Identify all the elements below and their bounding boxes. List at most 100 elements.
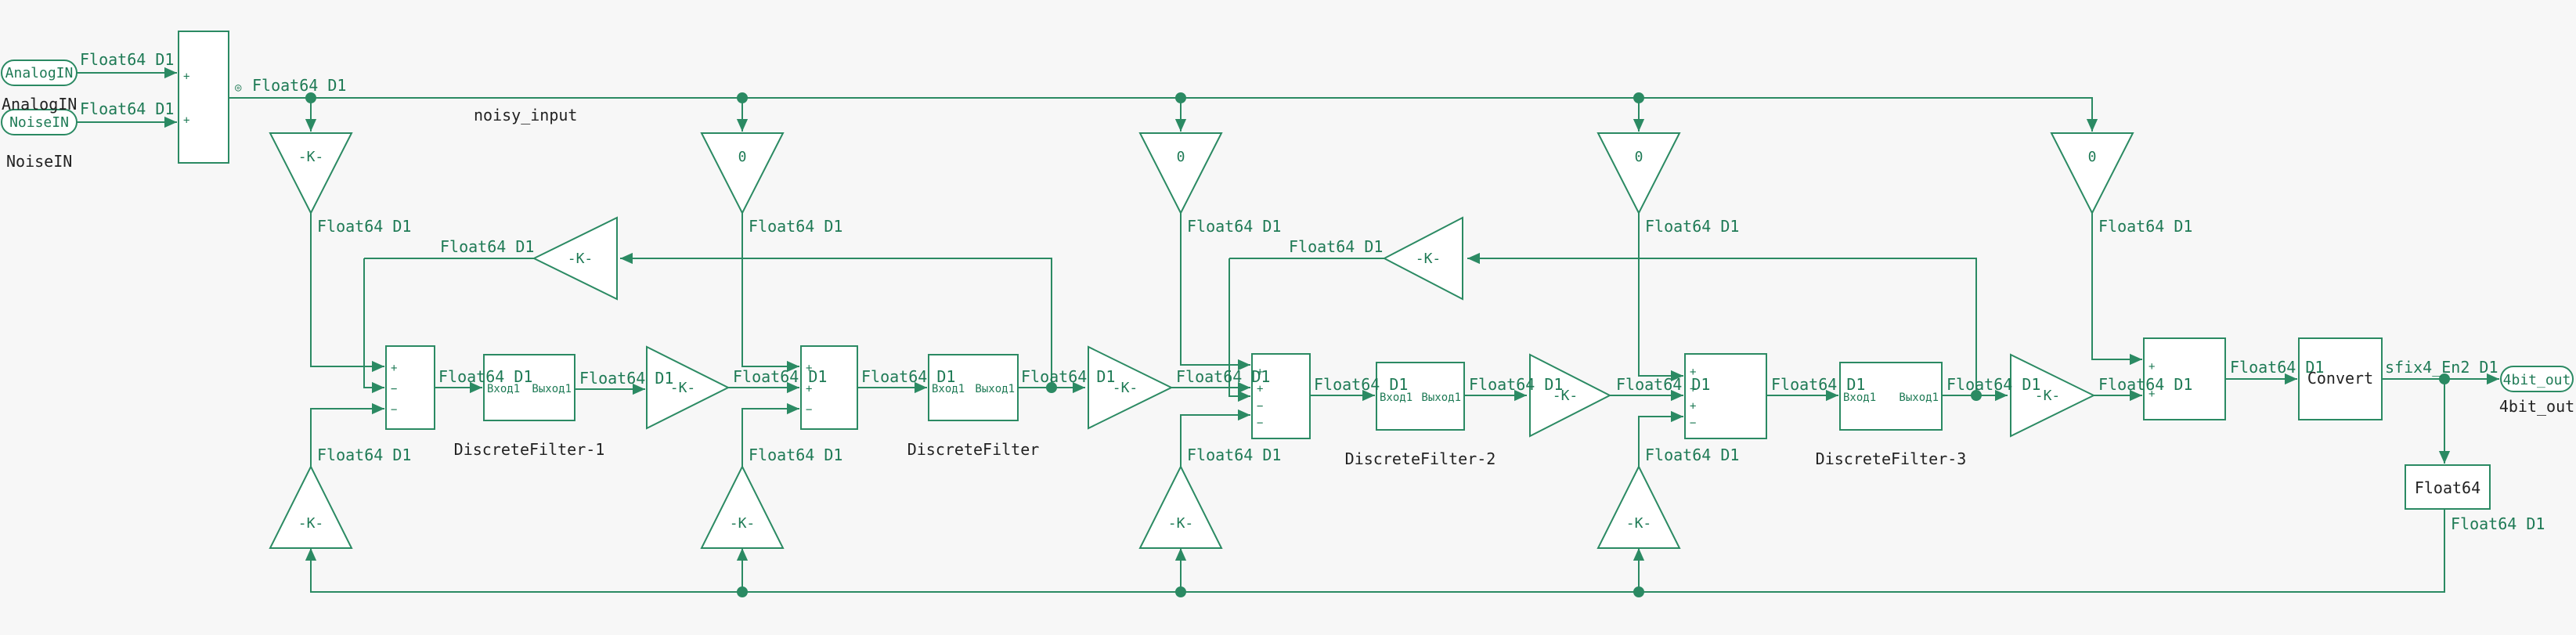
signal-line (1228, 258, 1250, 402)
signal-type-label: Float64 D1 (1645, 217, 1739, 236)
gain-bottom-2-label: -K- (730, 515, 756, 532)
discrete-filter-2-out-port: Выход1 (1421, 391, 1461, 404)
input-sum-block-sign: + (183, 114, 189, 127)
sum-stage-3-sign: − (1257, 400, 1263, 413)
gain-bottom-4-label: -K- (1626, 515, 1652, 532)
sum-stage-2-sign: + (806, 363, 812, 375)
gain-top-2-label: 0 (738, 149, 747, 165)
sum-stage-3-sign: + (1257, 383, 1263, 395)
discrete-filter-1-out-port: Выход1 (532, 383, 572, 395)
signal-type-label: Float64 D1 (80, 50, 174, 69)
convert-block-label: Convert (2307, 369, 2373, 388)
sum-final[interactable] (2143, 337, 2226, 420)
gain-top-5[interactable] (2050, 132, 2134, 215)
signal-type-label: Float64 D1 (2098, 375, 2192, 394)
signal-line (310, 402, 384, 467)
discrete-filter-3[interactable] (1839, 362, 1943, 431)
sum-stage-1-sign: + (391, 363, 397, 375)
sum-stage-3[interactable] (1251, 353, 1311, 439)
signal-line (363, 258, 384, 394)
gain-stage-4[interactable] (2010, 353, 2096, 438)
signal-type-label: Float64 D1 (1187, 217, 1281, 236)
feedback-gain-1-label: -K- (568, 251, 593, 267)
discrete-filter-3-in-port: Вход1 (1843, 391, 1876, 404)
gain-stage-1[interactable] (646, 345, 731, 430)
discrete-filter[interactable] (928, 354, 1019, 421)
signal-type-label: Float64 D1 (1645, 446, 1739, 464)
input-port-name: AnalogIN (5, 65, 74, 81)
gain-bottom-3[interactable] (1138, 464, 1223, 549)
signal-icon: ◎ (235, 81, 242, 94)
gain-bottom-1[interactable] (269, 464, 353, 549)
input-port-name: NoiseIN (9, 114, 69, 131)
discrete-filter-3-out-port: Выход1 (1899, 391, 1939, 404)
signal-type-label: Float64 D1 (1946, 375, 2040, 394)
signal-type-label: Float64 D1 (252, 76, 346, 95)
signal-type-label: Float64 D1 (1187, 446, 1281, 464)
discrete-filter-1-in-port: Вход1 (487, 383, 520, 395)
discrete-filter-3-name: DiscreteFilter-3 (1816, 449, 1967, 468)
signal-line (1180, 409, 1250, 467)
sum-stage-1-sign: − (391, 404, 397, 417)
sum-stage-3-sign: + (1257, 366, 1263, 379)
feedback-gain-2-label: -K- (1416, 251, 1441, 267)
signal-line (2091, 213, 2142, 366)
input-sum-block[interactable] (178, 31, 229, 164)
signal-line (305, 506, 2445, 593)
gain-top-1[interactable] (269, 132, 353, 215)
signal-line (741, 402, 799, 467)
convert-block[interactable] (2298, 337, 2383, 420)
discrete-filter-name: DiscreteFilter (907, 440, 1040, 459)
output-port-name: 4bit_out (2503, 372, 2571, 388)
discrete-filter-2-in-port: Вход1 (1380, 391, 1412, 404)
gain-top-2[interactable] (700, 132, 785, 215)
signal-line (310, 213, 384, 373)
sum-final-sign: + (2148, 388, 2155, 400)
sum-stage-2[interactable] (800, 345, 858, 430)
sum-stage-2-sign: + (806, 383, 812, 395)
output-block-name: 4bit_out (2499, 397, 2574, 416)
sum-final-sign: + (2148, 361, 2155, 373)
sum-stage-4-sign: − (1690, 417, 1696, 429)
gain-top-4[interactable] (1596, 132, 1681, 215)
discrete-filter-in-port: Вход1 (932, 383, 965, 395)
gain-bottom-2[interactable] (700, 464, 785, 549)
input-port-analogin[interactable] (1, 60, 78, 86)
signal-line (1467, 252, 1977, 395)
signal-type-label: Float64 D1 (440, 237, 534, 256)
input-port-noisein[interactable] (1, 109, 78, 135)
gain-top-3-label: 0 (1177, 149, 1185, 165)
signal-type-label: Float64 D1 (1314, 375, 1408, 394)
discrete-filter-1[interactable] (483, 354, 575, 421)
discrete-filter-2-name: DiscreteFilter-2 (1345, 449, 1496, 468)
gain-stage-2[interactable] (1088, 345, 1174, 430)
signal-line (620, 252, 1052, 388)
signal-type-label: Float64 D1 (733, 367, 827, 386)
gain-bottom-4[interactable] (1596, 464, 1681, 549)
sum-stage-4-sign: + (1690, 366, 1696, 379)
signal-line (1638, 410, 1683, 467)
signal-type-label: Float64 D1 (317, 446, 411, 464)
gain-top-1-label: -K- (298, 149, 324, 165)
sum-stage-4[interactable] (1684, 353, 1767, 439)
sum-stage-1[interactable] (385, 345, 435, 430)
discrete-filter-2[interactable] (1376, 362, 1465, 431)
output-port-4bit-out[interactable] (2500, 366, 2574, 392)
gain-stage-3[interactable] (1529, 353, 1612, 438)
signal-type-label: Float64 D1 (749, 446, 842, 464)
gain-bottom-3-label: -K- (1168, 515, 1194, 532)
signal-type-label: Float64 D1 (1771, 375, 1865, 394)
gain-stage-2-label: -K- (1113, 380, 1138, 396)
signal-type-label: Float64 D1 (2230, 358, 2324, 377)
gain-top-3[interactable] (1138, 132, 1223, 215)
signal-type-label: Float64 D1 (861, 367, 955, 386)
signal-type-label: Float64 D1 (1176, 367, 1270, 386)
float64-block[interactable] (2405, 464, 2491, 510)
signal-type-label: Float64 D1 (438, 367, 532, 386)
feedback-gain-2[interactable] (1382, 216, 1463, 301)
feedback-gain-1[interactable] (532, 216, 618, 301)
signal-type-label: Float64 D1 (579, 369, 673, 388)
signal-type-label: Float64 D1 (1616, 375, 1710, 394)
gain-stage-3-label: -K- (1553, 388, 1578, 404)
